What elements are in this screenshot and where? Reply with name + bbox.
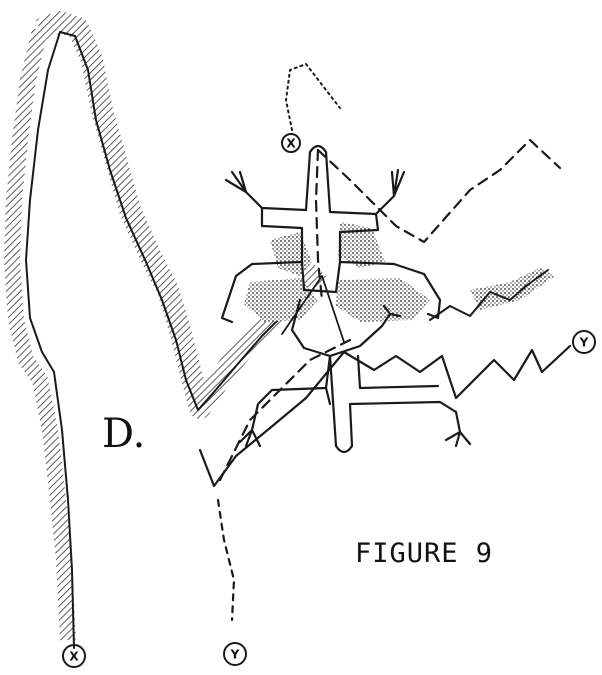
marker-x-top: X <box>282 134 300 152</box>
marker-y-bottom: Y <box>224 643 246 665</box>
marker-y-right: Y <box>573 331 595 353</box>
rock-outline-left <box>12 22 320 648</box>
dashed-route-x <box>218 64 560 620</box>
svg-text:X: X <box>286 137 296 151</box>
figure-caption: FIGURE 9 <box>355 538 493 569</box>
svg-text:X: X <box>69 650 79 664</box>
svg-text:Y: Y <box>579 336 589 350</box>
svg-text:Y: Y <box>230 648 240 662</box>
stippled-shading <box>244 222 555 322</box>
area-label-d: D. <box>102 411 145 457</box>
